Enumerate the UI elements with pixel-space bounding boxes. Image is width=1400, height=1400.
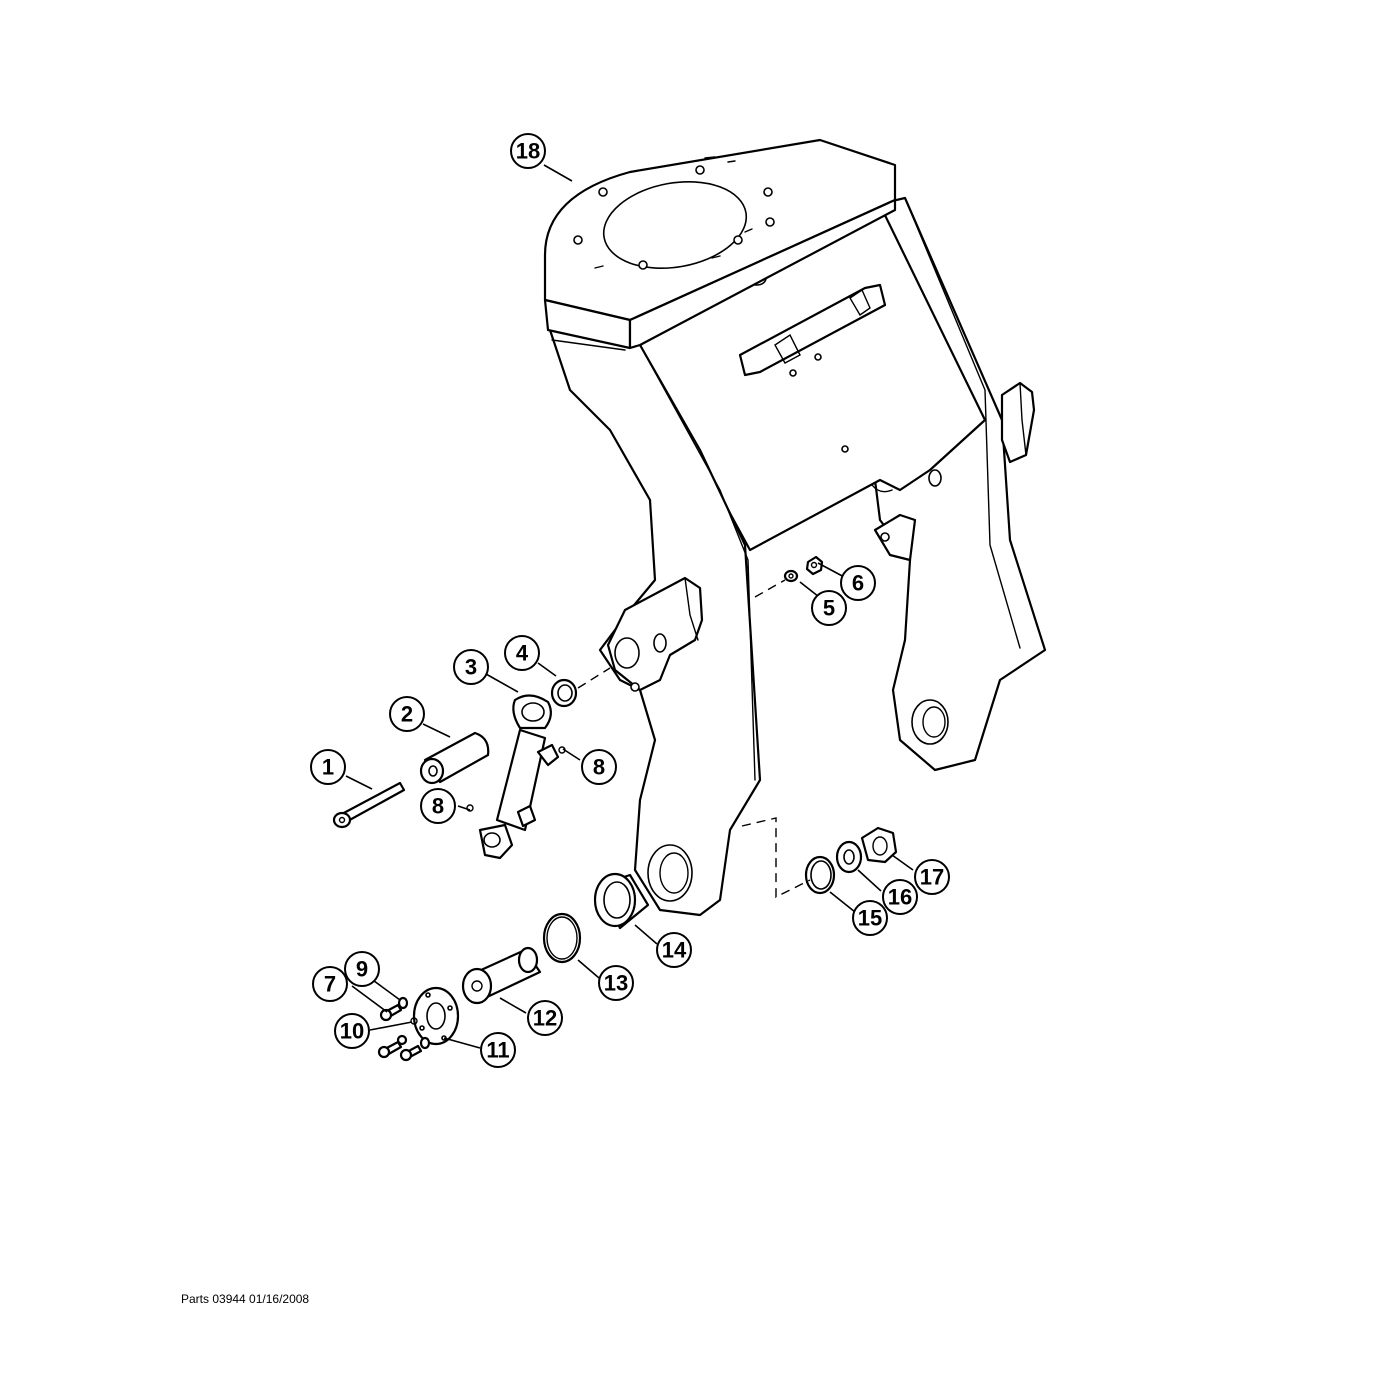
washer-9 xyxy=(397,996,409,1010)
callout-8-left-label: 8 xyxy=(432,794,444,819)
callout-4: 4 xyxy=(504,635,540,671)
bearing-14 xyxy=(593,872,650,930)
callout-12-label: 12 xyxy=(533,1006,557,1031)
callout-5: 5 xyxy=(811,590,847,626)
callout-8-right-label: 8 xyxy=(593,755,605,780)
back-mount-block xyxy=(738,283,887,377)
callout-4-label: 4 xyxy=(516,641,529,666)
dashed-line-5-6 xyxy=(754,579,786,598)
callout-15: 15 xyxy=(852,900,888,936)
callout-18-label: 18 xyxy=(516,139,540,164)
washer-lower xyxy=(396,1034,431,1050)
pin-sleeve-2 xyxy=(419,731,490,785)
callout-13-label: 13 xyxy=(604,971,628,996)
dashed-line-right xyxy=(741,817,811,899)
callout-3-label: 3 xyxy=(465,655,477,680)
callout-2-label: 2 xyxy=(401,702,413,727)
callout-12: 12 xyxy=(527,1000,563,1036)
callout-14-label: 14 xyxy=(662,938,687,963)
callout-16: 16 xyxy=(882,879,918,915)
callout-6: 6 xyxy=(840,565,876,601)
callout-18: 18 xyxy=(510,133,546,169)
callout-16-label: 16 xyxy=(888,885,912,910)
callout-1: 1 xyxy=(310,749,346,785)
pivot-shaft-12 xyxy=(461,946,542,1005)
callout-3: 3 xyxy=(453,649,489,685)
cylinder-3 xyxy=(478,694,560,860)
callout-8-right: 8 xyxy=(581,749,617,785)
callout-13: 13 xyxy=(598,965,634,1001)
callout-9-label: 9 xyxy=(356,957,368,982)
snap-ring-13 xyxy=(542,912,582,964)
callout-8-left: 8 xyxy=(420,788,456,824)
nut-17 xyxy=(860,826,898,864)
washer-16 xyxy=(835,840,863,874)
dashed-line-4 xyxy=(577,667,611,689)
frame-top-plate-front xyxy=(628,198,897,350)
callout-14: 14 xyxy=(656,932,692,968)
callout-17: 17 xyxy=(914,859,950,895)
callout-7-label: 7 xyxy=(324,972,336,997)
callout-10-label: 10 xyxy=(340,1019,364,1044)
bolt-7 xyxy=(379,1003,403,1022)
grease-fitting-8b xyxy=(466,804,474,812)
retaining-plate-11 xyxy=(412,986,460,1046)
fitting-10 xyxy=(410,1017,418,1025)
right-bracket-tab xyxy=(873,513,917,562)
callout-11: 11 xyxy=(480,1032,516,1068)
callout-6-label: 6 xyxy=(852,571,864,596)
left-pivot-hole xyxy=(647,844,693,902)
nut-6 xyxy=(805,555,824,576)
frame-yoke-part xyxy=(543,138,1047,917)
callout-11-label: 11 xyxy=(486,1038,509,1063)
bolt-lower-a xyxy=(377,1040,403,1059)
right-pivot-hole xyxy=(911,699,949,745)
callout-5-label: 5 xyxy=(823,596,835,621)
bushing-4 xyxy=(550,678,578,708)
callout-10: 10 xyxy=(334,1013,370,1049)
callout-7: 7 xyxy=(312,966,348,1002)
callout-9: 9 xyxy=(344,951,380,987)
washer-5 xyxy=(783,569,799,583)
seal-15 xyxy=(804,855,836,895)
top-plate-bore xyxy=(602,180,748,270)
bolt-lower-b xyxy=(399,1044,423,1062)
callout-15-label: 15 xyxy=(858,906,882,931)
callout-2: 2 xyxy=(389,696,425,732)
footer-part-number: Parts 03944 01/16/2008 xyxy=(181,1292,310,1306)
bolt-1 xyxy=(332,781,406,829)
right-pin-stub xyxy=(1000,381,1036,464)
callout-1-label: 1 xyxy=(322,755,334,780)
callout-17-label: 17 xyxy=(920,865,944,890)
